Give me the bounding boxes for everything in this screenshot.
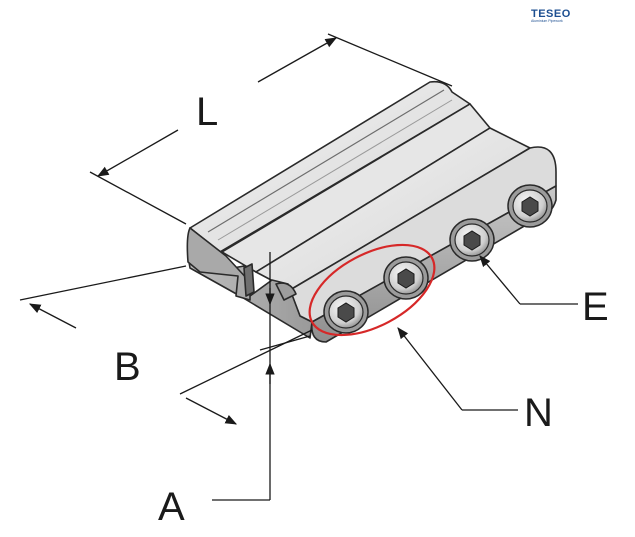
profile-connector-body [186,80,557,343]
logo-name: TESEO [531,8,571,20]
label-height: A [158,485,185,529]
label-screw: E [582,285,609,329]
screw-set [323,184,553,334]
screw-group-highlight [308,243,436,337]
dimension-lines [19,33,578,501]
hex-socket-screw-icon [323,290,369,334]
hex-socket-screw-icon [449,218,495,262]
logo-tagline: Aluminium Pipework [531,19,563,23]
hex-socket-screw-icon [507,184,553,228]
teseo-logo: TESEO Aluminium Pipework [531,8,571,23]
label-length: L [196,90,218,134]
label-width: B [114,345,141,389]
hex-socket-screw-icon [383,256,429,300]
label-group: N [524,391,553,435]
